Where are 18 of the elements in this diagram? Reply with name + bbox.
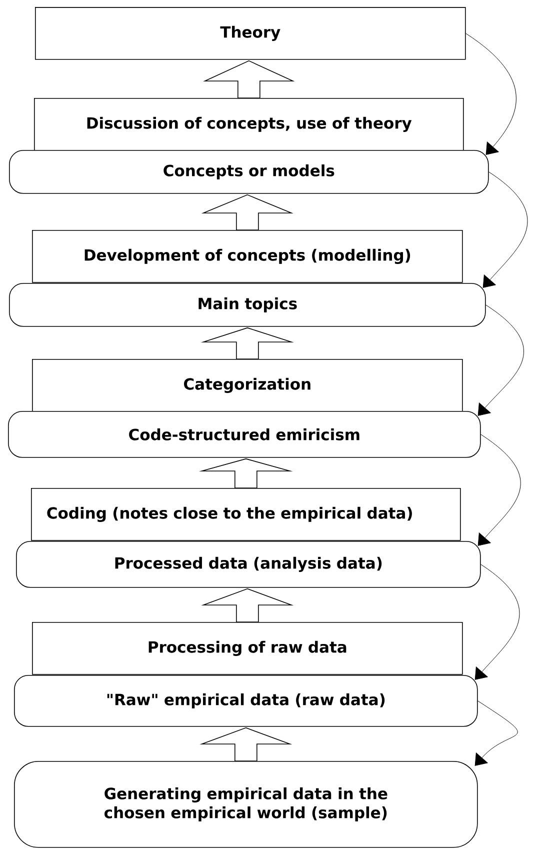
curved-arrow (466, 33, 516, 155)
curved-arrow (474, 700, 518, 766)
process-box: Coding (notes close to the empirical data) (31, 488, 461, 541)
process-box: Discussion of concepts, use of theory (34, 98, 464, 151)
curved-arrow (478, 434, 521, 546)
curved-arrow (474, 564, 520, 680)
rounded-box: Main topics (9, 283, 486, 327)
process-box: Theory (35, 7, 466, 60)
rounded-box: Concepts or models (9, 150, 489, 194)
rounded-box: Code-structured emiricism (8, 411, 481, 458)
rounded-box: "Raw" empirical data (raw data) (14, 675, 478, 727)
process-box: Development of concepts (modelling) (32, 230, 463, 283)
process-box: Categorization (32, 359, 463, 412)
rounded-box: Processed data (analysis data) (16, 541, 481, 588)
curved-arrow (482, 172, 528, 288)
curved-arrow (478, 304, 524, 416)
process-box: Processing of raw data (32, 622, 463, 675)
rounded-box: Generating empirical data in the chosen empirical world (sample) (14, 761, 478, 848)
